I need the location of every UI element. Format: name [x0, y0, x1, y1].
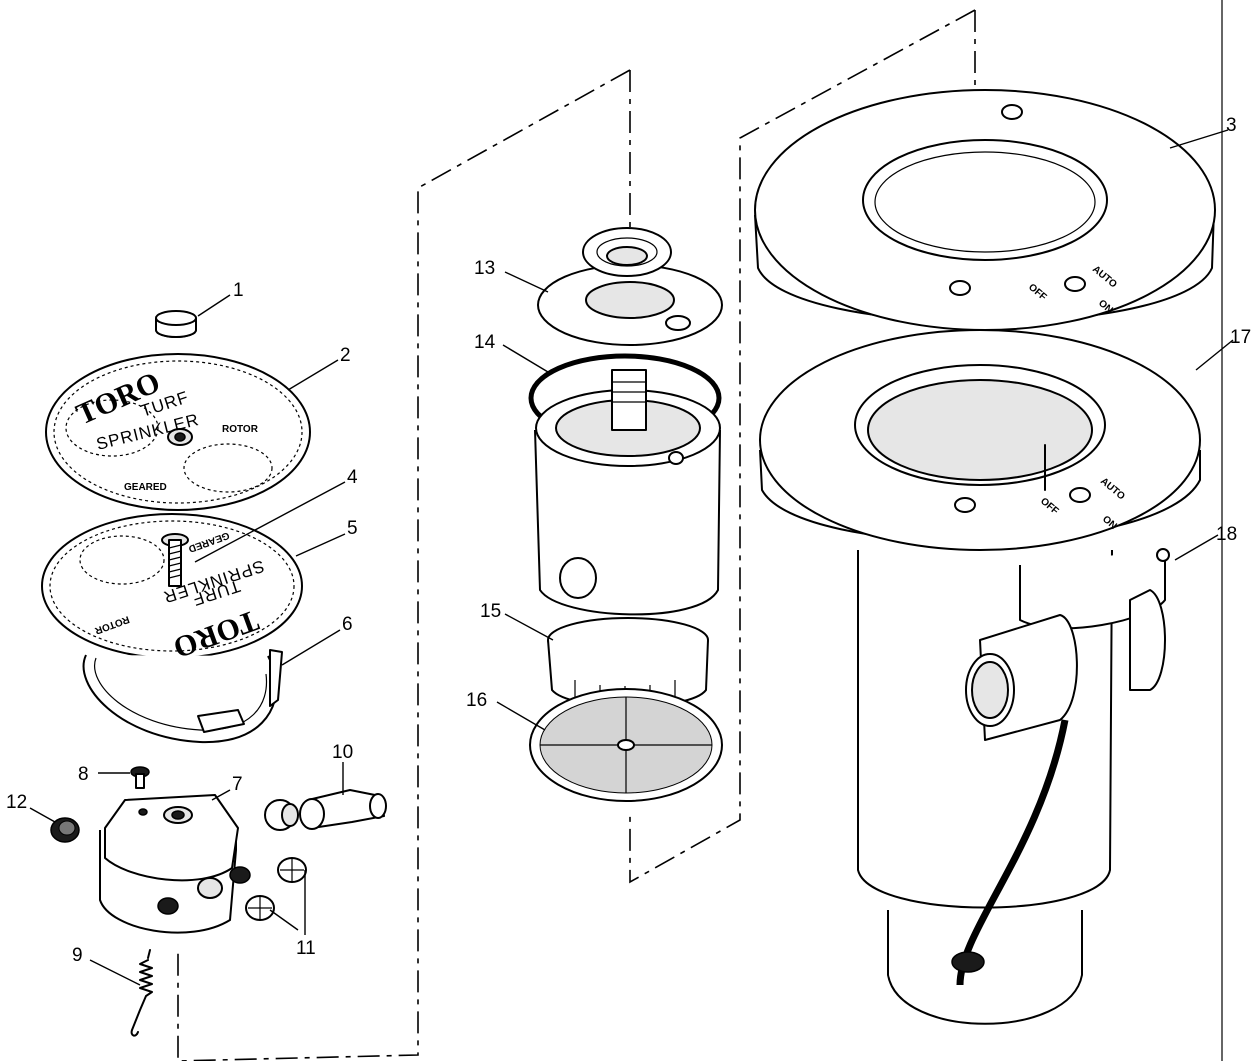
disc-top-gear1: GEARED	[124, 482, 167, 493]
part-6-retaining-ring	[82, 649, 283, 744]
part-1-cap	[155, 310, 197, 338]
callout-5: 5	[347, 518, 358, 539]
part-12-plug	[50, 817, 80, 843]
callout-11: 11	[296, 938, 316, 959]
rotor-body	[534, 369, 721, 616]
callout-14: 14	[474, 332, 496, 353]
part-10-nozzle	[264, 789, 387, 831]
callout-7: 7	[232, 774, 243, 795]
part-11-plugs	[245, 857, 307, 921]
part-2-gear-disc-top: TORO TURF SPRINKLER GEARED ROTOR	[45, 353, 311, 511]
callout-10: 10	[332, 742, 353, 763]
callout-16: 16	[466, 690, 487, 711]
callout-6: 6	[342, 614, 353, 635]
part-9-spring	[130, 949, 153, 1037]
callout-1: 1	[233, 280, 244, 301]
callout-3: 3	[1226, 115, 1237, 136]
disc-top-gear2: ROTOR	[222, 424, 259, 435]
leader-lines	[29, 129, 1234, 986]
callout-17: 17	[1230, 327, 1251, 348]
part-15-retainer	[547, 617, 709, 710]
part-18-valve	[951, 548, 1170, 986]
part-16-screen	[529, 688, 723, 802]
callout-15: 15	[480, 601, 501, 622]
part-7-housing	[99, 794, 251, 934]
callouts: 1 2 3 4 5 6 7 8 9 10 11 12 13 14 15 16 1…	[6, 115, 1251, 966]
callout-2: 2	[340, 345, 351, 366]
part-8-screw	[130, 766, 150, 789]
part-13-seal-washer	[537, 227, 723, 346]
callout-12: 12	[6, 792, 27, 813]
part-3-flange-top: OFF AUTO ON	[754, 89, 1216, 331]
callout-9: 9	[72, 945, 83, 966]
assembly-line-left	[177, 69, 631, 1061]
part-4-screw	[161, 533, 189, 587]
callout-18: 18	[1216, 524, 1237, 545]
assembly-line-right	[629, 9, 976, 884]
callout-8: 8	[78, 764, 89, 785]
callout-4: 4	[347, 467, 358, 488]
callout-13: 13	[474, 258, 495, 279]
